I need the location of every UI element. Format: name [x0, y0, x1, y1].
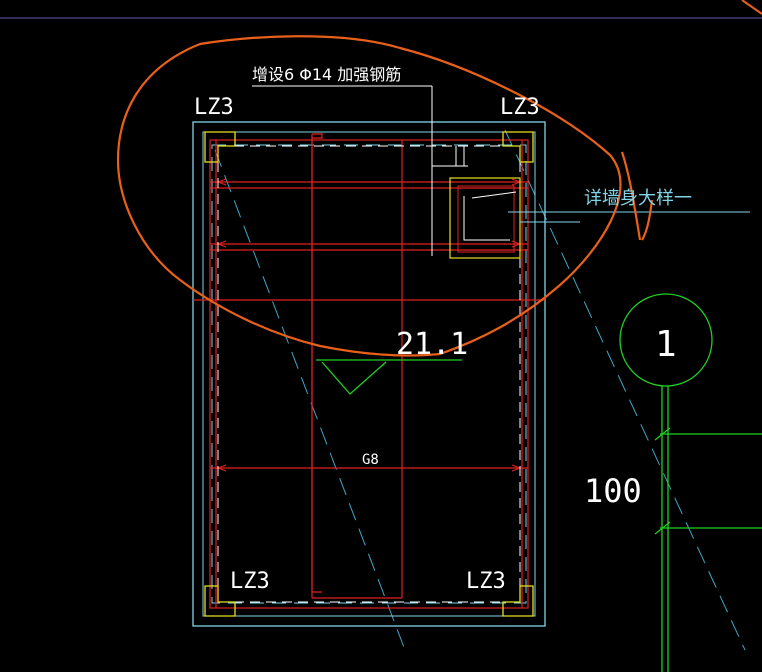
elevation-value: 21.1: [396, 327, 468, 362]
annotation-added-rebar: 增设6 Φ14 加强钢筋: [252, 65, 401, 84]
markup-tail-2: [641, 199, 654, 241]
column-label-top-left: LZ3: [194, 95, 234, 120]
column-label-bottom-right: LZ3: [466, 569, 506, 594]
elevation-marker: [316, 359, 462, 395]
section-label: G8: [362, 452, 379, 468]
added-rebar-detail: [252, 85, 521, 259]
rebar-arrows: [217, 178, 521, 472]
dimension-value: 100: [584, 472, 642, 510]
detail-callout-label: 详墙身大样一: [584, 188, 692, 209]
column-outline-outer: [192, 121, 546, 627]
markup-corner-stroke: [741, 0, 762, 15]
detail-callout-leader: [508, 211, 750, 223]
stirrup-dashed: [211, 144, 527, 604]
grid-bubble-label: 1: [655, 324, 677, 365]
column-outline-inner: [202, 131, 536, 617]
rebar-frame: [193, 133, 545, 609]
column-label-bottom-left: LZ3: [230, 569, 270, 594]
grid-axis-1: [619, 293, 762, 672]
column-label-top-right: LZ3: [500, 95, 540, 120]
stirrup-lines: [217, 145, 521, 603]
corner-brackets: [204, 131, 534, 617]
markup-cloud: [116, 35, 622, 357]
markup-tail: [620, 151, 642, 241]
